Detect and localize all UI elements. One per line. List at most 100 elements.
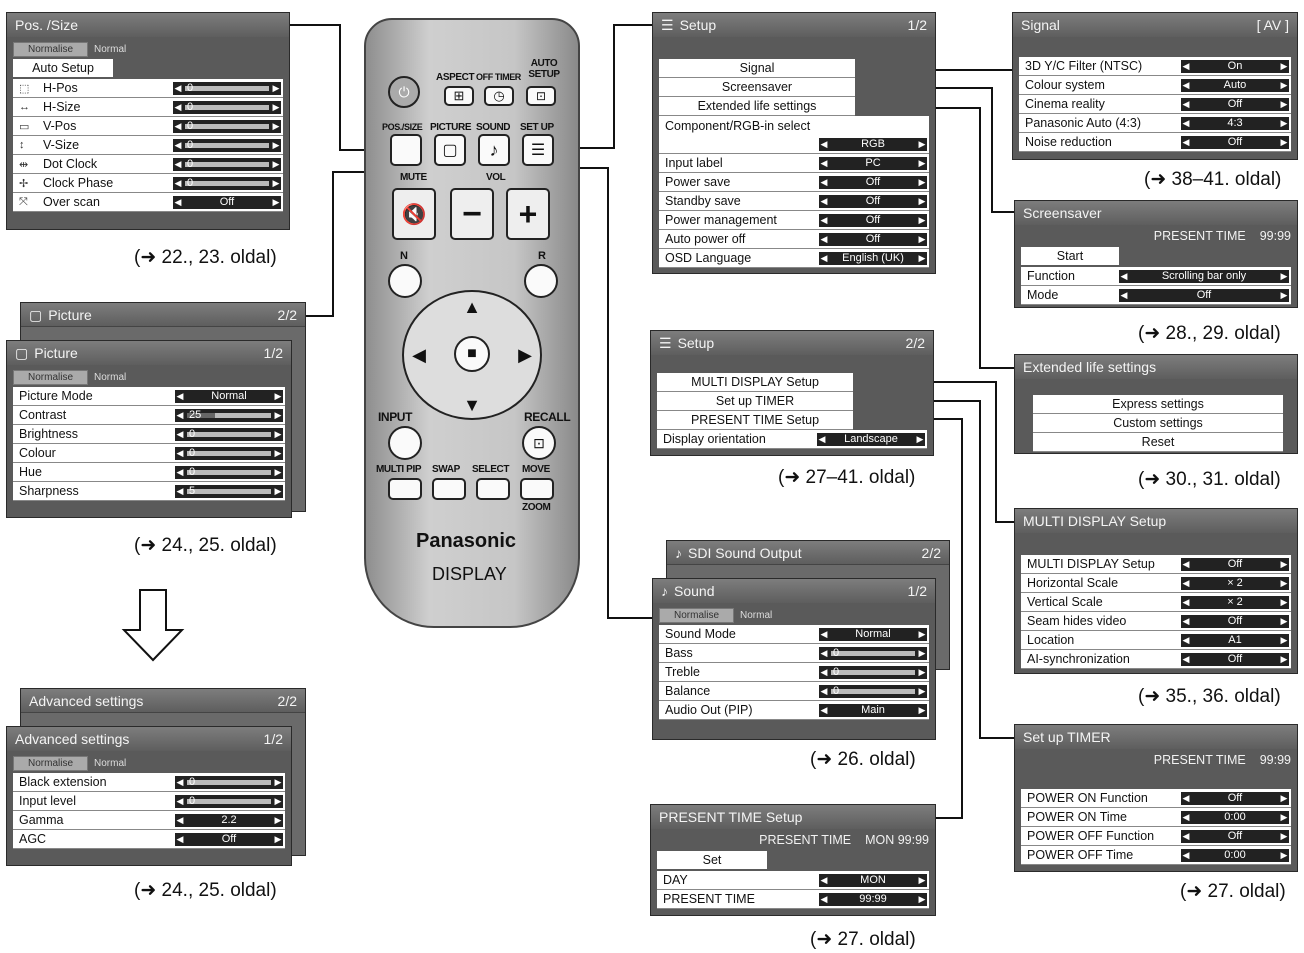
menu-row[interactable]: Gamma◀2.2▶: [13, 811, 285, 830]
menu-row[interactable]: Sharpness◀5▶: [13, 482, 285, 501]
submenu-multi-display[interactable]: MULTI DISPLAY Setup: [657, 373, 853, 392]
menu-row[interactable]: Hue◀0▶: [13, 463, 285, 482]
menu-row[interactable]: Power management◀Off▶: [659, 211, 929, 230]
swap-button[interactable]: [432, 478, 466, 500]
page-indicator: 2/2: [905, 335, 925, 351]
recall-button[interactable]: ⊡: [522, 426, 556, 460]
row-label: Dot Clock: [43, 157, 98, 171]
menu-row[interactable]: ⇹Dot Clock◀0▶: [13, 155, 283, 174]
menu-row[interactable]: Standby save◀Off▶: [659, 192, 929, 211]
menu-row[interactable]: Picture Mode◀Normal▶: [13, 387, 285, 406]
page-indicator: 2/2: [277, 692, 297, 709]
n-button[interactable]: [388, 264, 422, 298]
move-button[interactable]: [520, 478, 554, 500]
menu-row[interactable]: Seam hides video◀Off▶: [1021, 612, 1291, 631]
menu-row[interactable]: Contrast◀25▶: [13, 406, 285, 425]
menu-row[interactable]: POWER OFF Time◀0:00▶: [1021, 846, 1291, 865]
menu-row[interactable]: Horizontal Scale◀× 2▶: [1021, 574, 1291, 593]
left-arrow-icon[interactable]: ◀: [412, 344, 426, 365]
menu-row[interactable]: Power save◀Off▶: [659, 173, 929, 192]
menu-row[interactable]: Sound Mode◀Normal▶: [659, 625, 929, 644]
submenu-set-up-timer[interactable]: Set up TIMER: [657, 392, 853, 411]
menu-row[interactable]: 3D Y/C Filter (NTSC)◀On▶: [1019, 57, 1291, 76]
menu-row[interactable]: Colour system◀Auto▶: [1019, 76, 1291, 95]
multi-pip-button[interactable]: [388, 478, 422, 500]
r-button[interactable]: [524, 264, 558, 298]
menu-row[interactable]: Colour◀0▶: [13, 444, 285, 463]
vol-down-button[interactable]: −: [450, 188, 494, 240]
express-settings-item[interactable]: Express settings: [1033, 395, 1283, 414]
menu-row[interactable]: Mode◀Off▶: [1021, 286, 1291, 305]
up-arrow-icon[interactable]: ▲: [463, 296, 481, 317]
menu-row[interactable]: Bass◀0▶: [659, 644, 929, 663]
aspect-button[interactable]: ⊞: [444, 86, 474, 106]
menu-row[interactable]: Component/RGB-in select ◀RGB▶: [659, 116, 929, 154]
auto-setup-button[interactable]: ⊡: [526, 86, 556, 106]
set-button[interactable]: Set: [657, 851, 767, 869]
menu-row[interactable]: Auto power off◀Off▶: [659, 230, 929, 249]
menu-row[interactable]: Black extension◀0▶: [13, 773, 285, 792]
menu-row[interactable]: Noise reduction◀Off▶: [1019, 133, 1291, 152]
row-label: Balance: [665, 684, 711, 698]
menu-row[interactable]: ⬚H-Pos◀0▶: [13, 79, 283, 98]
menu-row[interactable]: Balance◀0▶: [659, 682, 929, 701]
reset-item[interactable]: Reset: [1033, 433, 1283, 452]
menu-row[interactable]: Input label◀PC▶: [659, 154, 929, 173]
menu-row[interactable]: ▭V-Pos◀0▶: [13, 117, 283, 136]
menu-row[interactable]: POWER ON Function◀Off▶: [1021, 789, 1291, 808]
menu-row[interactable]: ✢Clock Phase◀0▶: [13, 174, 283, 193]
menu-row[interactable]: AI-synchronization◀Off▶: [1021, 650, 1291, 669]
right-arrow-icon[interactable]: ▶: [518, 344, 532, 365]
menu-row[interactable]: Input level◀0▶: [13, 792, 285, 811]
start-button[interactable]: Start: [1021, 247, 1119, 265]
submenu-signal[interactable]: Signal: [659, 59, 855, 78]
normalise-button[interactable]: Normalise: [13, 369, 89, 385]
menu-row[interactable]: Function◀Scrolling bar only▶: [1021, 267, 1291, 286]
menu-row[interactable]: DAY◀MON▶: [657, 871, 929, 890]
submenu-screensaver[interactable]: Screensaver: [659, 78, 855, 97]
submenu-present-time[interactable]: PRESENT TIME Setup: [657, 411, 853, 430]
submenu-extended-life[interactable]: Extended life settings: [659, 97, 855, 116]
action-button[interactable]: ■: [454, 336, 490, 372]
pos-size-button[interactable]: [390, 134, 422, 166]
row-value: Normal: [855, 627, 891, 640]
menu-row[interactable]: POWER ON Time◀0:00▶: [1021, 808, 1291, 827]
normalise-button[interactable]: Normalise: [13, 755, 89, 771]
menu-row[interactable]: Panasonic Auto (4:3)◀4:3▶: [1019, 114, 1291, 133]
sound-button[interactable]: ♪: [478, 134, 510, 166]
menu-row[interactable]: ⤧Over scan◀Off▶: [13, 193, 283, 212]
menu-row[interactable]: Location◀A1▶: [1021, 631, 1291, 650]
menu-row[interactable]: Vertical Scale◀× 2▶: [1021, 593, 1291, 612]
power-button[interactable]: ⏻: [388, 76, 420, 108]
menu-row[interactable]: Display orientation◀Landscape▶: [657, 430, 927, 449]
menu-row[interactable]: Treble◀0▶: [659, 663, 929, 682]
normalise-button[interactable]: Normalise: [13, 41, 89, 57]
menu-row[interactable]: AGC◀Off▶: [13, 830, 285, 849]
menu-row[interactable]: PRESENT TIME◀99:99▶: [657, 890, 929, 909]
menu-row[interactable]: OSD Language◀English (UK)▶: [659, 249, 929, 268]
setup-button[interactable]: ☰: [522, 134, 554, 166]
mute-button[interactable]: 🔇: [392, 188, 436, 240]
input-button[interactable]: [388, 426, 422, 460]
menu-row[interactable]: POWER OFF Function◀Off▶: [1021, 827, 1291, 846]
picture-button[interactable]: ▢: [434, 134, 466, 166]
menu-row[interactable]: Cinema reality◀Off▶: [1019, 95, 1291, 114]
menu-row[interactable]: ↕V-Size◀0▶: [13, 136, 283, 155]
menu-row[interactable]: Audio Out (PIP)◀Main▶: [659, 701, 929, 720]
zoom-label: ZOOM: [522, 502, 551, 513]
normalise-button[interactable]: Normalise: [659, 607, 735, 623]
row-value: 0: [189, 446, 196, 459]
menu-row[interactable]: Brightness◀0▶: [13, 425, 285, 444]
select-button[interactable]: [476, 478, 510, 500]
menu-row[interactable]: MULTI DISPLAY Setup◀Off▶: [1021, 555, 1291, 574]
row-label: Standby save: [665, 194, 741, 208]
menu-row[interactable]: ↔H-Size◀0▶: [13, 98, 283, 117]
panel-title: Picture: [34, 345, 78, 361]
custom-settings-item[interactable]: Custom settings: [1033, 414, 1283, 433]
auto-setup-button[interactable]: Auto Setup: [13, 59, 113, 77]
row-label: Location: [1027, 633, 1075, 647]
off-timer-button[interactable]: ◷: [484, 86, 514, 106]
vol-up-button[interactable]: +: [506, 188, 550, 240]
down-arrow-icon[interactable]: ▼: [463, 394, 481, 415]
vol-label: VOL: [486, 172, 506, 183]
